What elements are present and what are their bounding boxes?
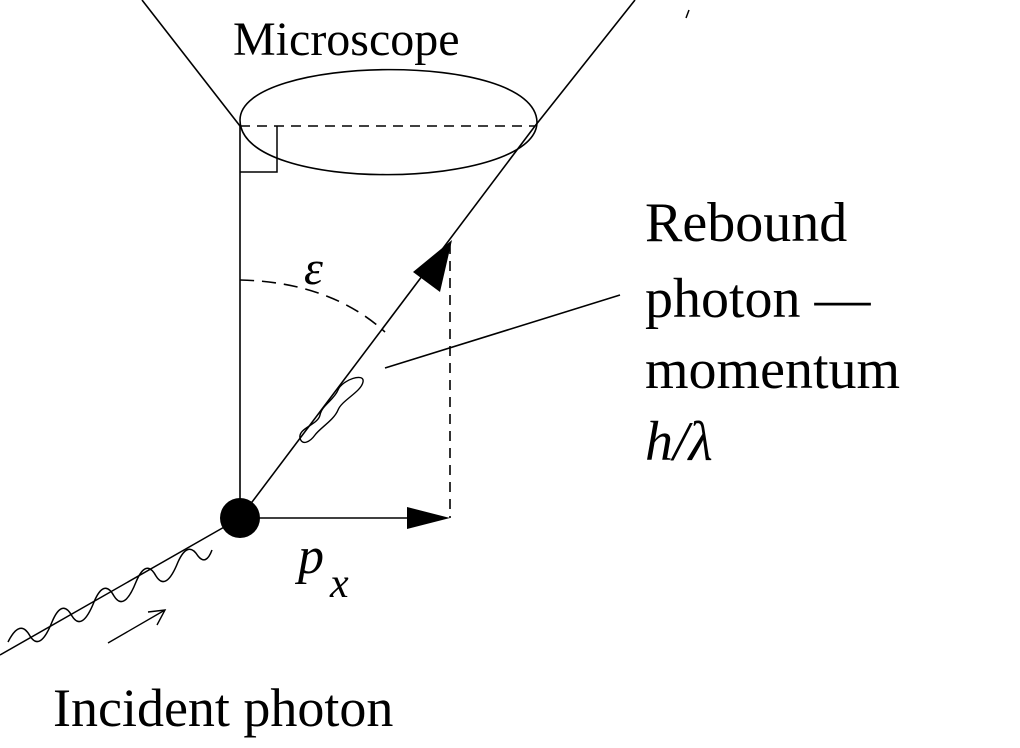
rebound-label-line1: Rebound <box>645 192 847 254</box>
rebound-arrowhead <box>413 240 452 292</box>
microscope-lens <box>239 68 538 176</box>
right-angle-marker <box>240 126 278 173</box>
incident-photon-label: Incident photon <box>53 678 393 738</box>
incident-photon-line <box>0 517 241 656</box>
rebound-photon-wave <box>299 376 364 444</box>
label-pointer-line <box>384 294 621 369</box>
px-arrowhead <box>407 507 450 529</box>
angle-epsilon-label: ε <box>304 242 323 295</box>
rebound-photon-line <box>239 125 536 519</box>
cone-left-edge <box>141 0 241 127</box>
rebound-label-line2: photon — <box>645 268 872 330</box>
angle-arc <box>239 279 386 333</box>
momentum-px-label: p <box>294 528 324 585</box>
momentum-px-subscript: x <box>329 561 349 607</box>
incident-photon-wave <box>7 548 213 643</box>
rebound-label-line3: momentum <box>645 339 900 401</box>
microscope-label: Microscope <box>233 13 460 66</box>
cone-right-edge <box>534 0 636 127</box>
incident-direction-arrow <box>107 609 166 644</box>
tick-mark <box>685 9 690 19</box>
rebound-label-line4: h/λ <box>645 411 713 473</box>
incident-direction-arrowhead <box>147 609 167 626</box>
electron-dot <box>220 498 260 538</box>
